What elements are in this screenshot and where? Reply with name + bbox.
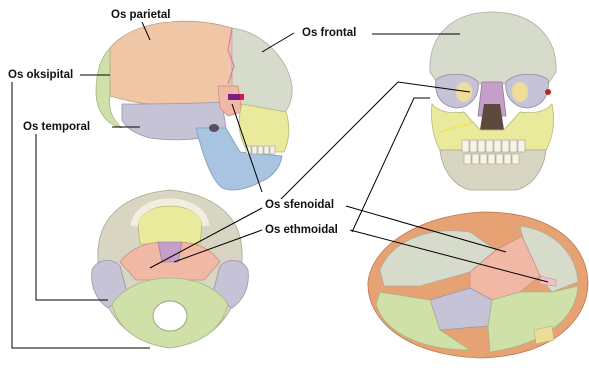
label-os-parietal: Os parietal bbox=[110, 9, 171, 22]
inferior-foramen-magnum bbox=[153, 301, 187, 331]
inferior-palate bbox=[138, 206, 202, 244]
leader-ethmoidal-anterior bbox=[352, 98, 430, 232]
lateral-ethmoid-mark bbox=[228, 94, 242, 100]
lateral-skull-view bbox=[96, 21, 292, 190]
lateral-maxilla-region bbox=[239, 104, 289, 152]
anterior-frontal-region bbox=[430, 12, 556, 84]
inferior-vomer bbox=[158, 242, 182, 262]
lateral-ear-canal bbox=[209, 124, 219, 132]
label-os-oksipital: Os oksipital bbox=[7, 69, 74, 82]
leader-frontal bbox=[262, 33, 294, 52]
label-os-frontal: Os frontal bbox=[301, 27, 357, 40]
label-os-ethmoidal: Os ethmoidal bbox=[264, 224, 339, 237]
anterior-skull-view bbox=[430, 12, 556, 190]
label-os-temporal: Os temporal bbox=[22, 121, 91, 134]
cranial-base-view bbox=[368, 212, 588, 358]
lateral-parietal-region bbox=[110, 21, 232, 106]
anterior-right-orbit-ethmoid bbox=[512, 82, 528, 102]
label-os-sfenoidal: Os sfenoidal bbox=[264, 199, 335, 212]
lateral-lacrimal-mark bbox=[240, 94, 244, 100]
lateral-teeth bbox=[246, 146, 275, 154]
anterior-nasal-cavity bbox=[480, 104, 504, 130]
lateral-frontal-region bbox=[232, 28, 292, 116]
inferior-skull-view bbox=[92, 190, 249, 348]
anterior-orbit-marker bbox=[545, 89, 551, 95]
